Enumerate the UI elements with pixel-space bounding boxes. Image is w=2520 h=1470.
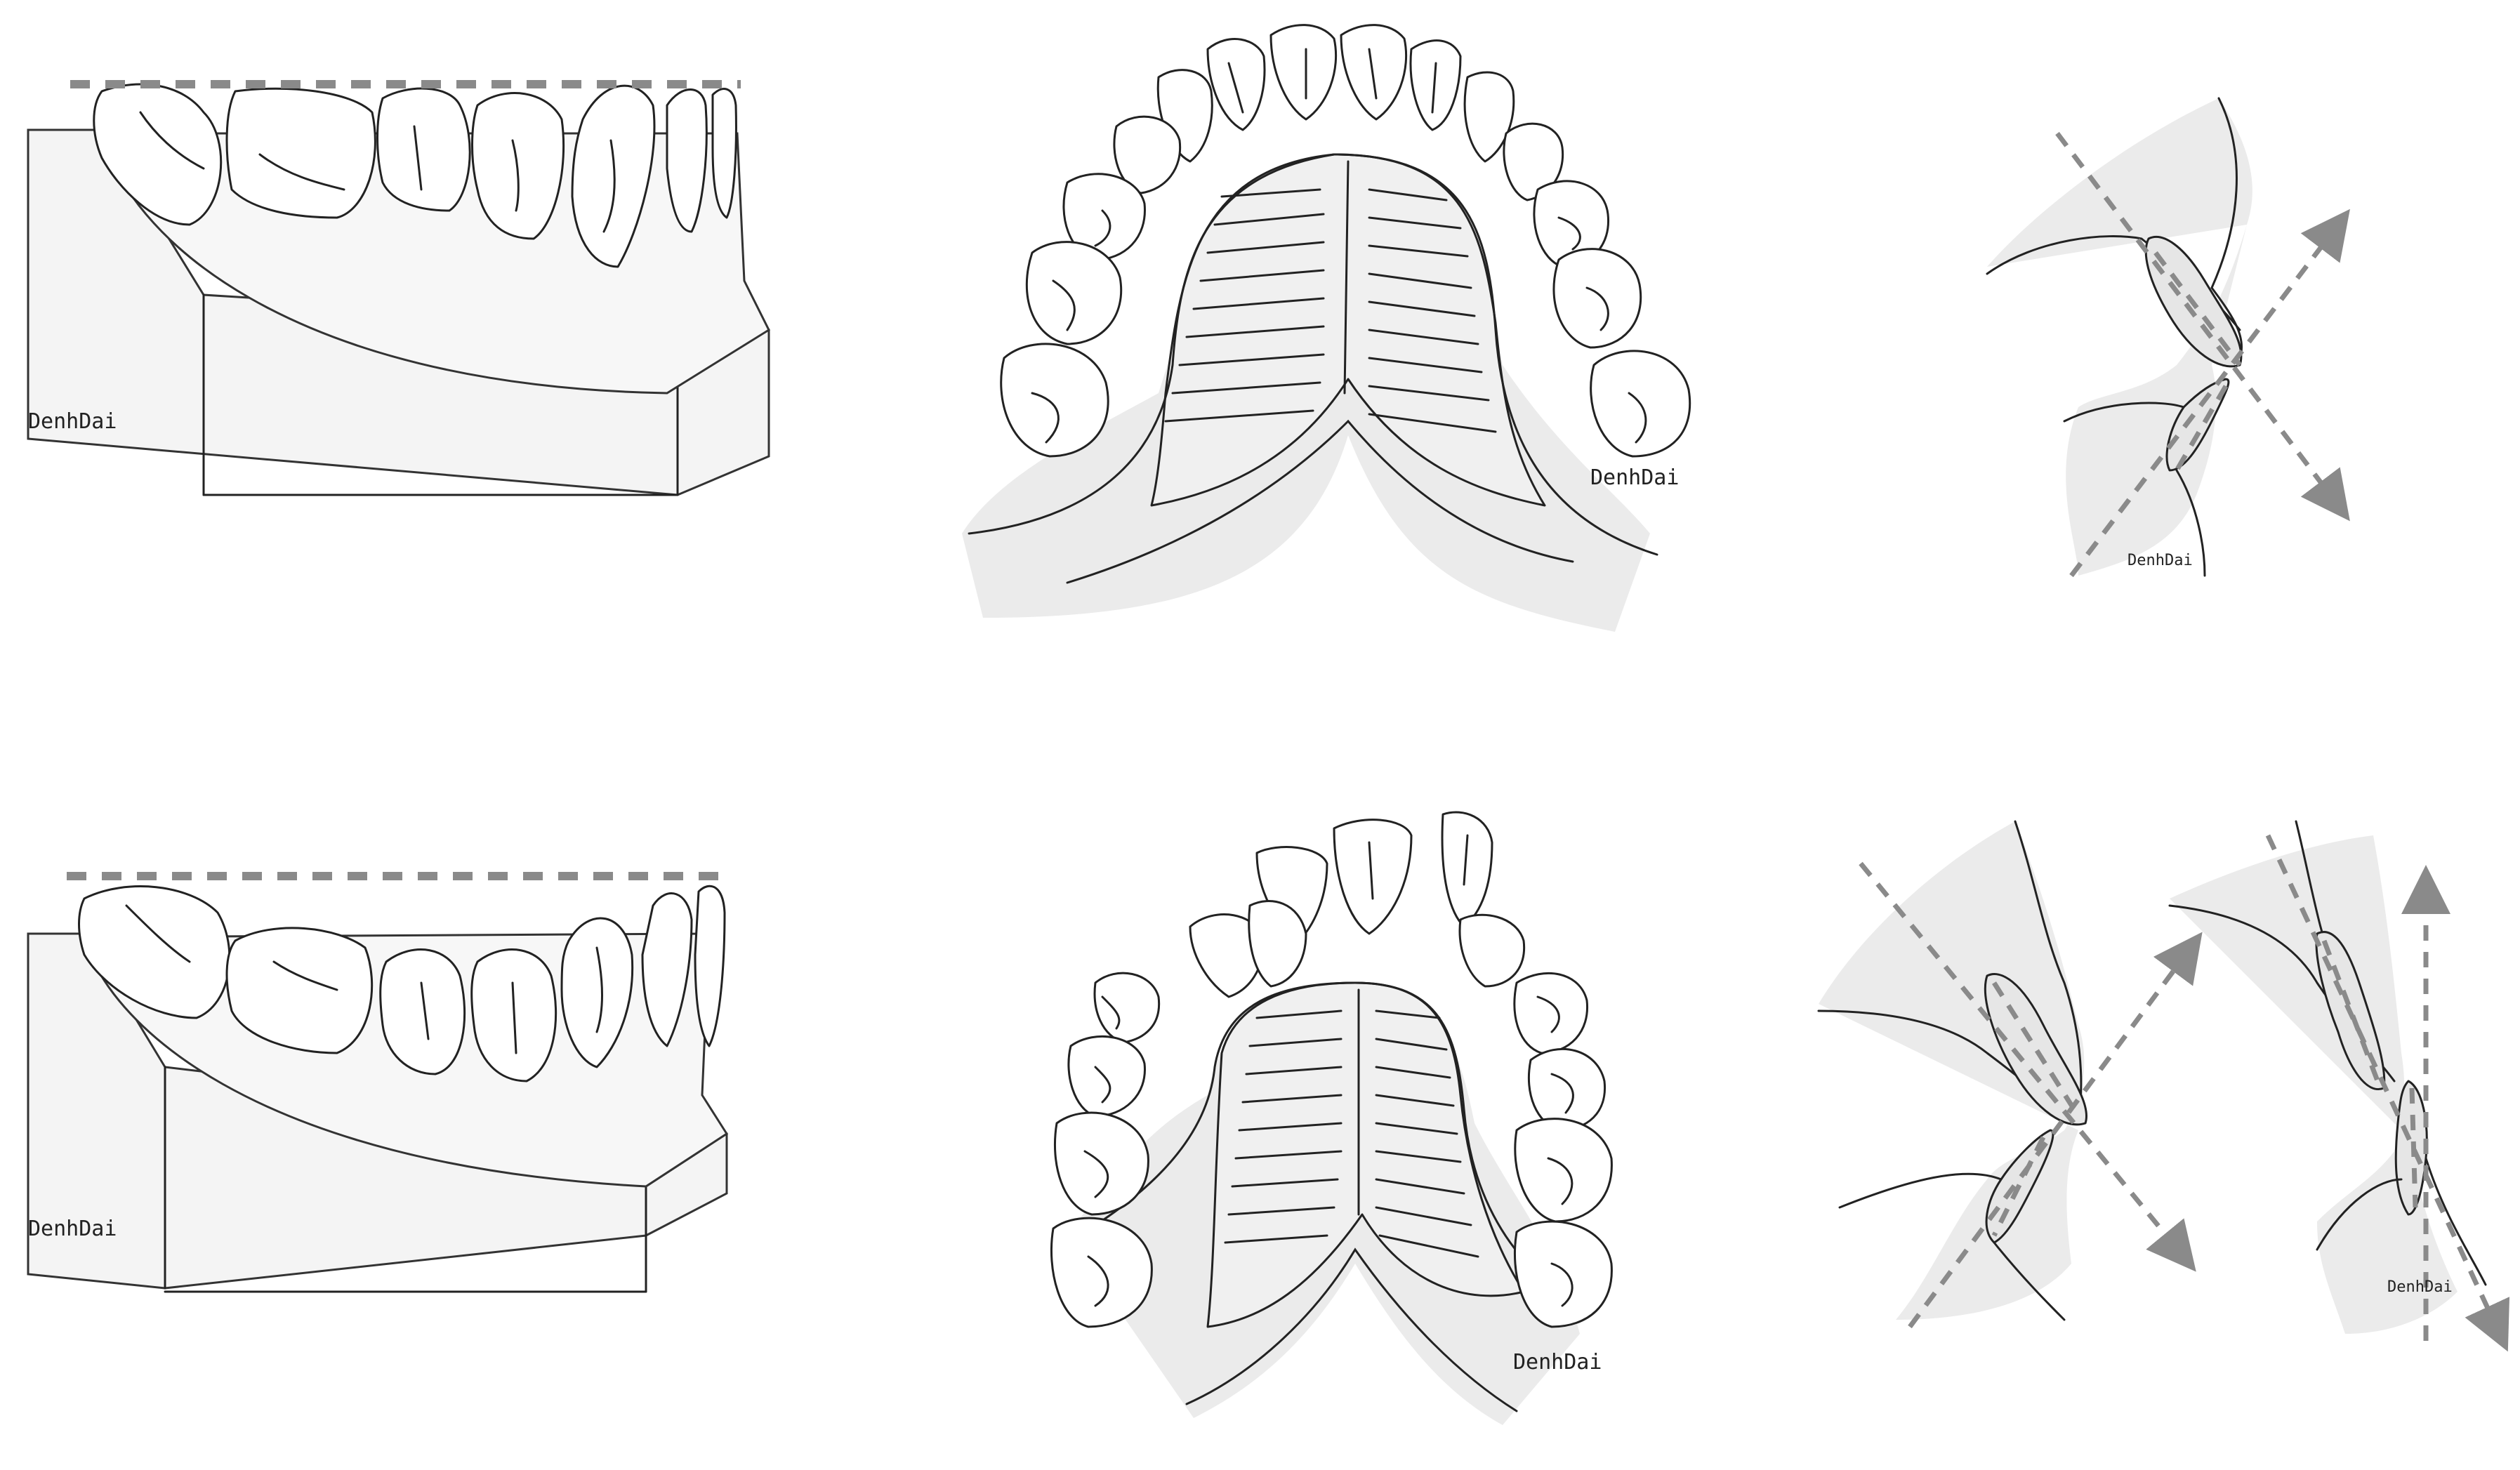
molar-1 — [78, 885, 231, 1019]
incisor-lateral — [641, 892, 693, 1047]
side-view-bottom: DenhDai — [27, 872, 729, 1293]
lower-axis-arrow-top — [2069, 208, 2350, 578]
premolar-1 — [376, 87, 471, 212]
premolar-1 — [379, 948, 466, 1075]
upper-axis-arrow-bl — [1859, 861, 2196, 1272]
arch-teeth-top — [1000, 24, 1691, 458]
palatal-rugae-top — [1164, 160, 1497, 433]
arch-teeth-bottom — [1050, 811, 1613, 1328]
incisor-lateral — [666, 88, 708, 233]
palatal-rugae-bottom — [1224, 988, 1479, 1258]
incisor-profile-bottom-left — [1817, 820, 2203, 1329]
incisor-central — [694, 885, 726, 1047]
palate-top — [1150, 153, 1546, 507]
lower-incisor-top — [2165, 378, 2230, 472]
signature-text: DenhDai — [28, 409, 117, 434]
incisor-central — [711, 88, 737, 219]
side-view-top: DenhDai — [27, 80, 770, 496]
incisor-profile-top: DenhDai — [1986, 97, 2350, 578]
arch-view-bottom: DenhDai — [1050, 811, 1613, 1425]
signature-text: DenhDai — [28, 1217, 117, 1241]
upper-axis-arrow-br — [2265, 834, 2510, 1352]
molar-1 — [93, 83, 223, 226]
upper-axis-arrow-top — [2055, 131, 2350, 522]
signature-text: DenhDai — [1513, 1350, 1602, 1375]
incisor-profile-bottom-right: DenhDai — [2168, 820, 2510, 1352]
signature-text: DenhDai — [1590, 465, 1679, 490]
signature-text: DenhDai — [2387, 1278, 2453, 1296]
molar-2 — [225, 927, 374, 1054]
signature-text: DenhDai — [2128, 552, 2193, 569]
arch-view-top: DenhDai — [962, 24, 1691, 632]
canine — [560, 917, 634, 1068]
molar-2 — [225, 87, 376, 219]
